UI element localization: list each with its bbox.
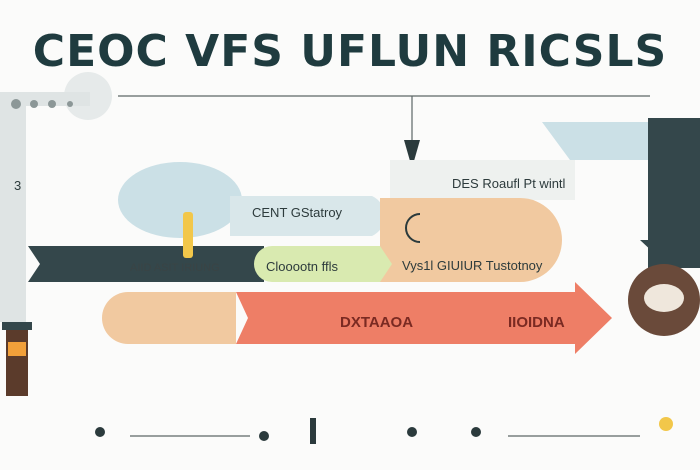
pipe-node-1 xyxy=(11,99,21,109)
peach-loop-inner xyxy=(405,213,421,243)
des-panel xyxy=(390,160,575,200)
right-circle-inner xyxy=(644,284,684,312)
timeline-dot-1 xyxy=(95,427,105,437)
label-des: DES Roaufl Pt wintl xyxy=(452,176,566,191)
light-blue-bubble xyxy=(118,162,242,238)
label-dxt: DXTAAOA xyxy=(340,314,414,331)
pipe-node-4 xyxy=(67,101,73,107)
dark-teal-arrow xyxy=(28,246,264,282)
left-battery-cap xyxy=(2,322,32,330)
timeline-dot-4 xyxy=(471,427,481,437)
down-arrowhead xyxy=(404,140,420,168)
cent-ribbon xyxy=(230,196,385,236)
label-cent: CENT GStatroy xyxy=(252,205,343,220)
label-tdn: IIOIDNA xyxy=(508,314,565,331)
label-clo: Clooootn ffls xyxy=(266,259,339,274)
dark-column-arrow xyxy=(640,240,700,268)
coral-arrow xyxy=(236,282,612,354)
label-vys: Vys1l GIUIUR Tustotnoy xyxy=(402,258,543,273)
diagram-title: CEOC VFS UFLUN RICSLS xyxy=(32,26,668,77)
timeline-dot-3 xyxy=(407,427,417,437)
label-step-number: 3 xyxy=(14,178,22,193)
pipe-node-3 xyxy=(48,100,56,108)
top-right-bar xyxy=(542,122,650,160)
timeline-yellow-dot xyxy=(659,417,673,431)
yellow-marker xyxy=(183,212,193,258)
peach-block xyxy=(102,292,236,344)
label-alr: AIID ASIT IRIUNG xyxy=(130,262,220,274)
left-pipe-vertical xyxy=(0,92,26,322)
timeline-dot-2 xyxy=(259,431,269,441)
pipe-node-2 xyxy=(30,100,38,108)
timeline-tick-1 xyxy=(310,418,316,444)
peach-loop xyxy=(380,198,562,282)
left-battery xyxy=(6,326,28,396)
lime-pill xyxy=(254,246,392,282)
left-battery-band xyxy=(8,342,26,356)
